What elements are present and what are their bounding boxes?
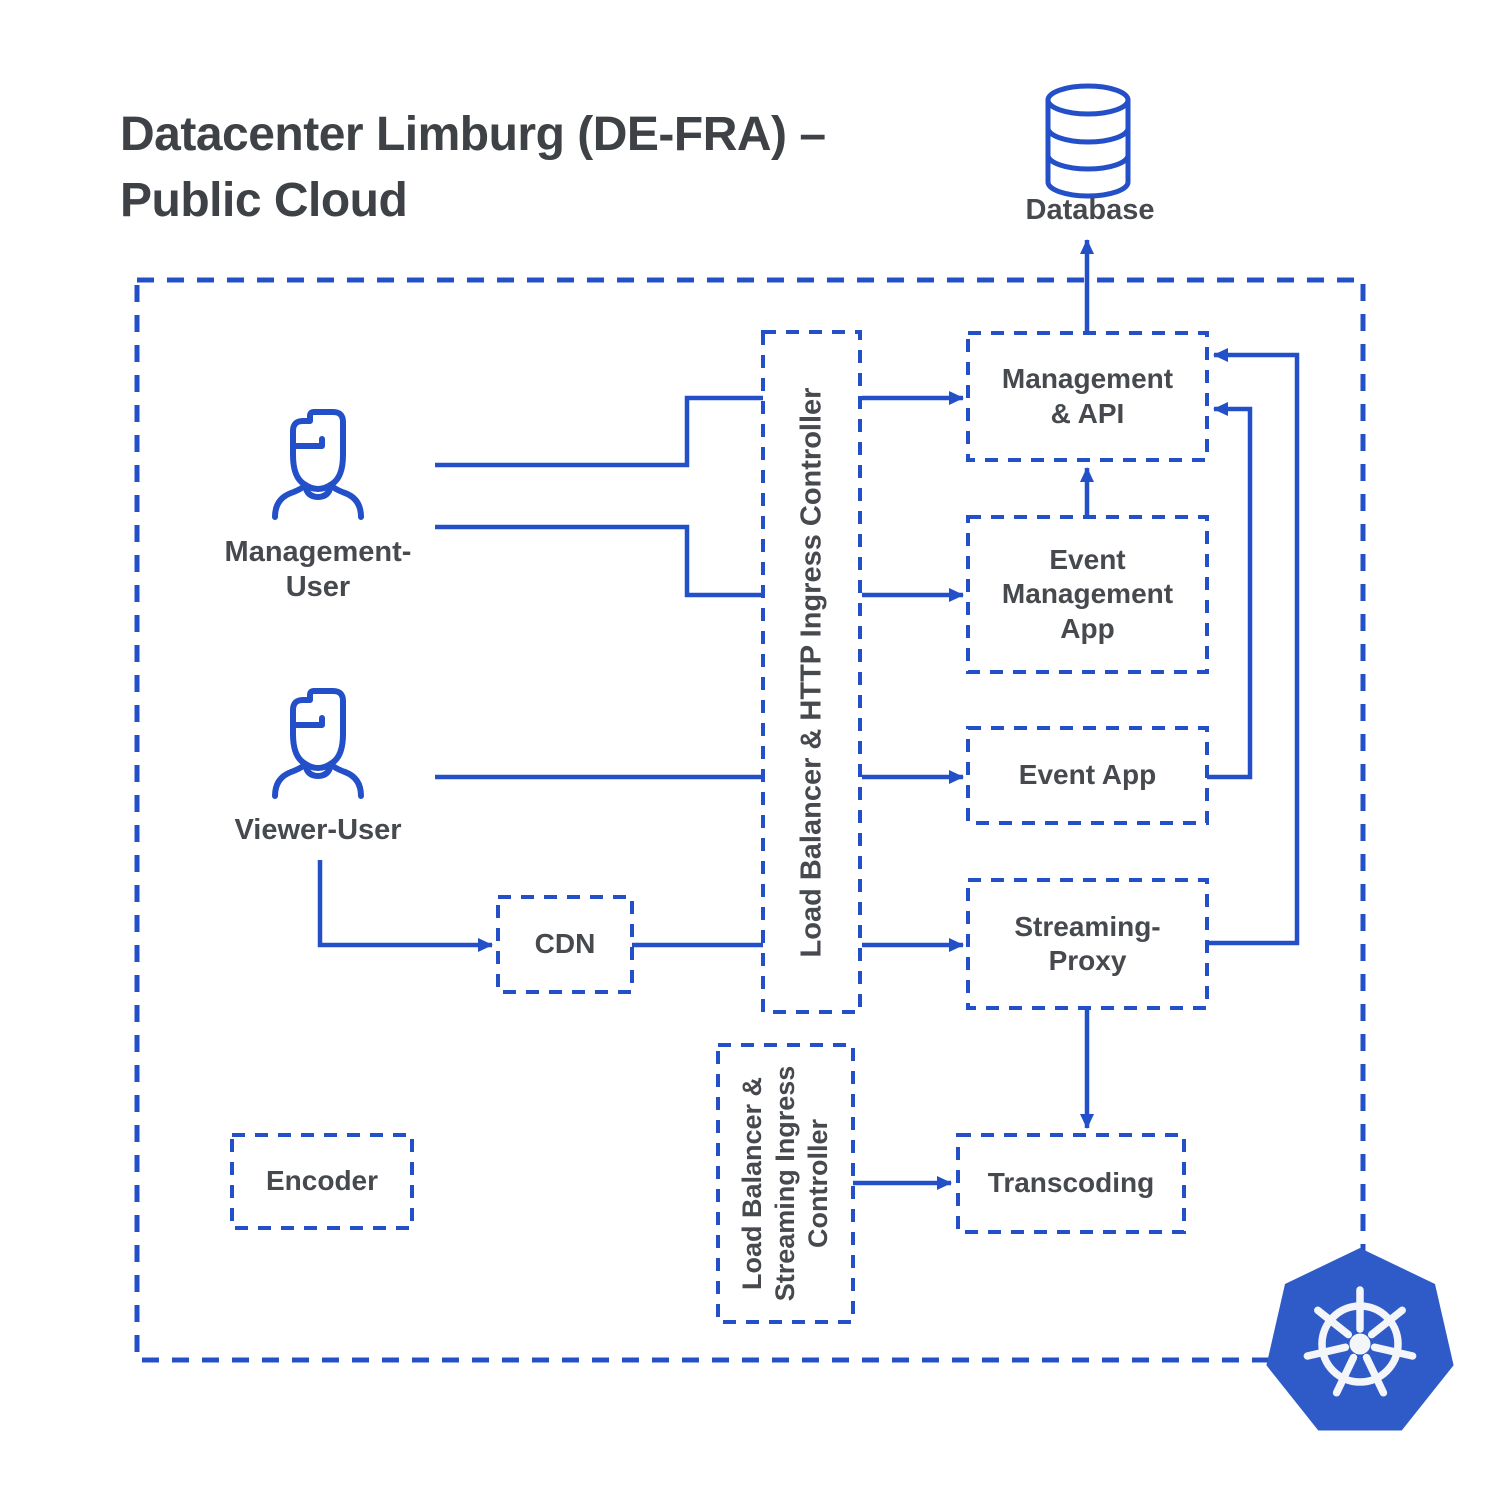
- page-title: Datacenter Limburg (DE-FRA) – Public Clo…: [120, 108, 826, 228]
- arrow-vieweruser-to-cdn: [317, 860, 493, 952]
- management-api-label: Management & API: [1001, 363, 1174, 429]
- event-app-label: Event App: [1018, 759, 1157, 791]
- streaming-proxy-label: Streaming- Proxy: [1014, 910, 1161, 976]
- viewer-user-icon: [272, 688, 364, 799]
- kubernetes-logo: [1266, 1248, 1454, 1431]
- lb-http-box: [761, 330, 862, 1014]
- connector-mgmtuser-bottom-to-lb: [435, 524, 763, 598]
- lb-streaming-label: Load Balancer & Streaming Ingress Contro…: [737, 1065, 833, 1302]
- database-icon: [1045, 83, 1131, 199]
- arrow-eventapp-to-management-api: [1207, 402, 1253, 780]
- lb-http-label: Load Balancer & HTTP Ingress Controller: [795, 387, 828, 958]
- database-label: Database: [1025, 194, 1155, 227]
- arrow-streamingproxy-to-management-api: [1207, 348, 1300, 946]
- cdn-label: CDN: [534, 928, 596, 960]
- management-user-label: Management- User: [224, 535, 412, 603]
- connector-mgmtuser-top-to-lb: [435, 395, 763, 468]
- transcoding-label: Transcoding: [987, 1167, 1155, 1199]
- viewer-user-label: Viewer-User: [234, 814, 402, 847]
- event-management-app-label: Event Management App: [1001, 544, 1174, 644]
- encoder-label: Encoder: [265, 1165, 379, 1197]
- management-user-icon: [272, 409, 364, 520]
- datacenter-boundary: [134, 277, 1366, 1363]
